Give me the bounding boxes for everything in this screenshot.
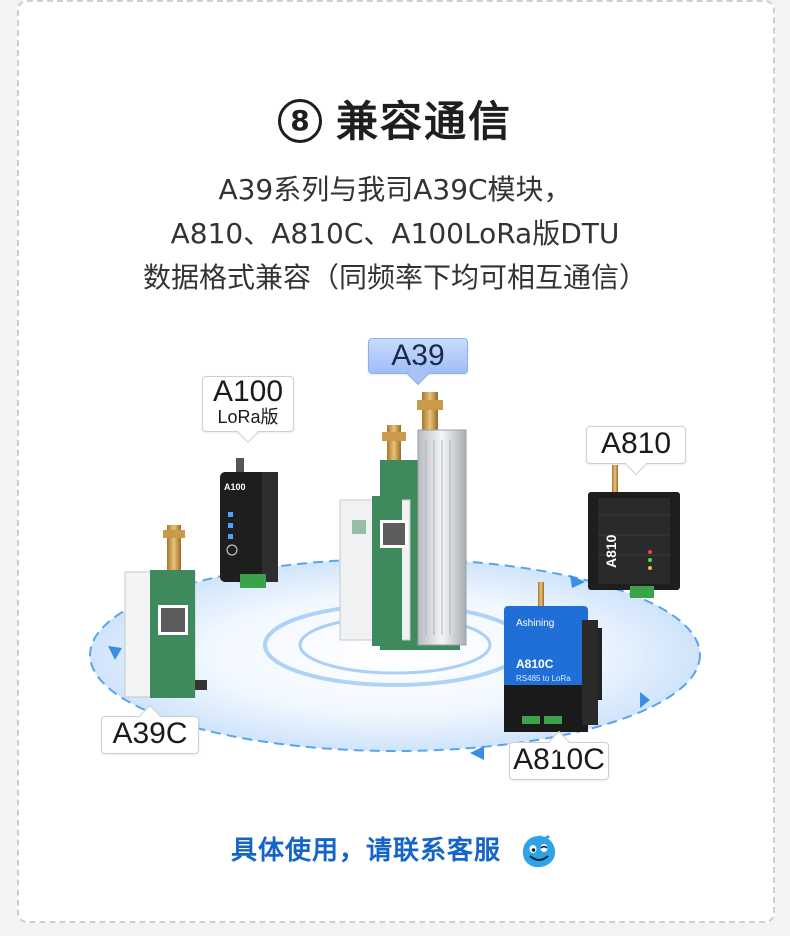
network-diagram: A100 xyxy=(89,392,701,760)
label-a39c: A39C xyxy=(101,716,199,754)
ring-arrow-icon xyxy=(470,746,484,760)
compatibility-illustration: A100 xyxy=(0,320,790,790)
label-a810c: A810C xyxy=(509,742,609,780)
contact-support-text: 具体使用，请联系客服 xyxy=(230,836,501,866)
a39c-module-device xyxy=(124,525,207,698)
section-title-text: 兼容通信 xyxy=(335,97,512,146)
description-line-1: A39系列与我司A39C模块， xyxy=(218,173,572,206)
label-a810: A810 xyxy=(586,426,686,464)
label-a100: A100 LoRa版 xyxy=(202,376,294,432)
a39-module-device xyxy=(339,392,467,650)
a810-dtu-device: A810 xyxy=(588,465,680,598)
a100-dtu-device: A100 xyxy=(220,458,278,588)
description-line-2: A810、A810C、A100LoRa版DTU xyxy=(170,217,620,250)
a810c-subprint-text: RS485 to LoRa xyxy=(516,674,571,683)
section-title: 8 兼容通信 xyxy=(0,88,790,149)
label-a39: A39 xyxy=(368,338,468,374)
a810-print-text: A810 xyxy=(603,534,619,568)
ring-arrow-icon xyxy=(570,575,585,588)
smiley-face-icon xyxy=(522,834,556,867)
ring-arrow-icon xyxy=(108,646,122,660)
a100-print-text: A100 xyxy=(224,482,246,492)
description: A39系列与我司A39C模块， A810、A810C、A100LoRa版DTU … xyxy=(0,168,790,300)
a810c-brand-text: Ashining xyxy=(516,618,554,629)
description-line-3: 数据格式兼容（同频率下均可相互通信） xyxy=(142,261,647,294)
circled-number-icon: 8 xyxy=(277,99,322,143)
a810c-dtu-device: Ashining A810C RS485 to LoRa xyxy=(504,582,602,732)
a810c-print-text: A810C xyxy=(516,657,554,671)
contact-support-link[interactable]: 具体使用，请联系客服 xyxy=(0,830,790,870)
ring-arrow-icon xyxy=(640,692,650,708)
